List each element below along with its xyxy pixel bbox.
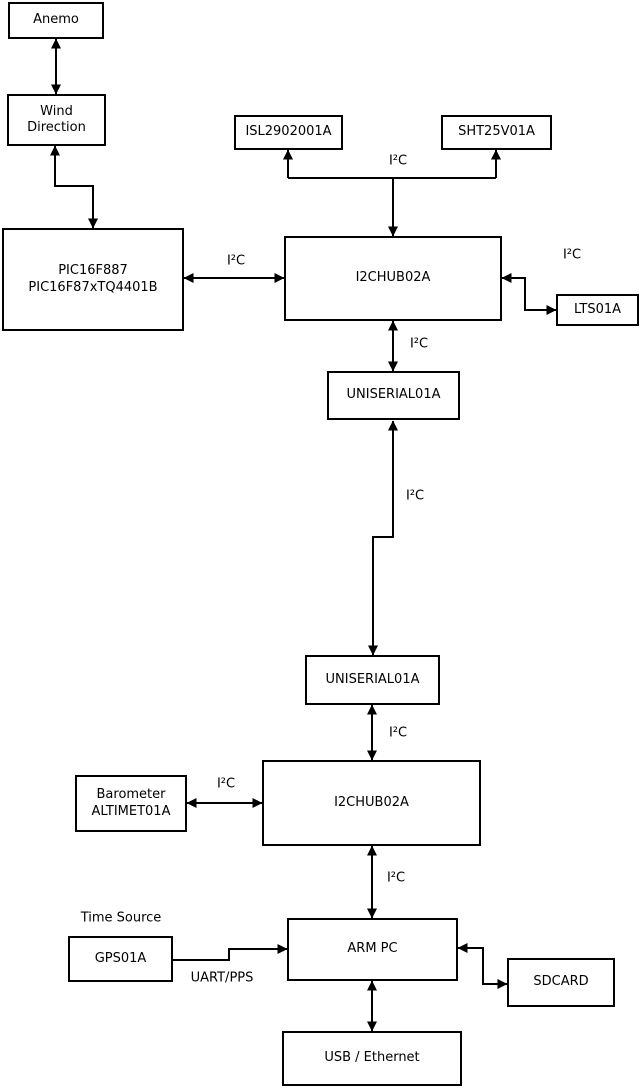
node-sht25v01a: SHT25V01A	[441, 115, 552, 150]
node-label: ARM PC	[347, 941, 398, 957]
node-arm-pc: ARM PC	[287, 918, 458, 981]
node-sdcard: SDCARD	[507, 958, 615, 1007]
node-lts01a: LTS01A	[556, 294, 639, 326]
node-label: Barometer	[96, 787, 166, 803]
node-anemo: Anemo	[8, 2, 104, 39]
node-label: Wind	[40, 103, 73, 119]
label-i2c-hub1-uniserial: I²C	[409, 336, 429, 352]
node-label: I2CHUB02A	[334, 794, 409, 810]
label-i2c-long-link: I²C	[405, 488, 425, 504]
node-label: LTS01A	[573, 301, 622, 317]
node-i2chub02a-2: I2CHUB02A	[262, 760, 481, 846]
node-isl2902001a: ISL2902001A	[234, 115, 343, 150]
node-label: I2CHUB02A	[355, 270, 431, 286]
label-i2c-barometer-hub2: I²C	[216, 776, 236, 792]
node-i2chub02a-1: I2CHUB02A	[284, 236, 502, 321]
label-i2c-sensor-bus: I²C	[388, 153, 408, 169]
label-time-source: Time Source	[80, 910, 162, 926]
node-label: UNISERIAL01A	[325, 671, 420, 687]
edge-wind-pic	[50, 145, 98, 229]
label-i2c-uniserial-hub2: I²C	[388, 725, 408, 741]
node-label: UNISERIAL01A	[346, 387, 441, 403]
node-label: Direction	[27, 120, 86, 135]
edge-hub1-lts	[501, 273, 557, 315]
label-i2c-pic-hub1: I²C	[226, 253, 246, 269]
node-label: GPS01A	[94, 950, 147, 966]
node-uniserial01a-1: UNISERIAL01A	[327, 371, 460, 420]
edge-arm-sdcard	[457, 943, 508, 989]
node-label: ALTIMET01A	[91, 803, 171, 819]
node-gps01a: GPS01A	[68, 936, 173, 982]
label-uart-pps: UART/PPS	[190, 970, 254, 986]
node-label: PIC16F87xTQ4401B	[28, 279, 158, 295]
node-label: USB / Ethernet	[324, 1050, 420, 1066]
node-uniserial01a-2: UNISERIAL01A	[305, 655, 440, 705]
node-label: SDCARD	[533, 974, 589, 990]
edge-uniserial1-uniserial2	[368, 420, 398, 656]
edge-gps-arm	[173, 944, 288, 961]
node-label: ISL2902001A	[245, 124, 332, 140]
label-i2c-hub2-arm: I²C	[386, 870, 406, 886]
node-label: PIC16F887	[58, 263, 128, 279]
node-label: Anemo	[33, 12, 79, 28]
label-i2c-hub1-lts: I²C	[562, 247, 582, 263]
node-usb-ethernet: USB / Ethernet	[282, 1031, 462, 1086]
node-label: SHT25V01A	[458, 124, 535, 140]
